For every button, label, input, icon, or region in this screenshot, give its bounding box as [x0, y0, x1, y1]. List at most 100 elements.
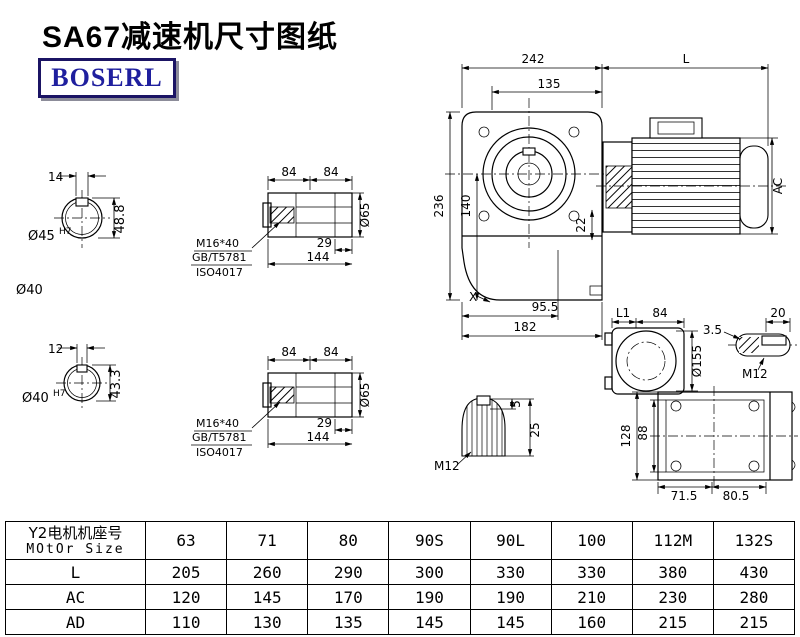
table-cell: 330 — [469, 559, 552, 585]
table-cell: 145 — [469, 609, 552, 635]
col-header: 90S — [388, 521, 471, 560]
dim-dia-155: Ø155 — [690, 345, 704, 377]
dim-84a: 84 — [281, 345, 296, 359]
boserl-logo: BOSERL — [38, 58, 176, 98]
motor-view: AC — [596, 117, 788, 235]
label-std-gb: GB/T5781 — [192, 251, 247, 264]
label-bolt: M16*40 — [196, 237, 239, 250]
dim-135: 135 — [538, 77, 561, 91]
dim-dia-65: Ø65 — [358, 203, 372, 228]
gearbox-front-view: X 242 L 135 236 140 22 95.5 182 — [432, 52, 769, 340]
dim-80-5: 80.5 — [723, 489, 750, 503]
dim-L1: L1 — [616, 306, 630, 320]
key-end-detail: 20 3.5 M12 — [703, 306, 798, 381]
row-label: L — [5, 559, 146, 585]
dim-140: 140 — [459, 195, 473, 218]
dim-71-5: 71.5 — [671, 489, 698, 503]
table-cell: 190 — [469, 584, 552, 610]
shaft-side-view-1: 84 84 29 144 Ø65 M16*40 GB/T5781 ISO4017 — [191, 165, 372, 279]
table-cell: 110 — [144, 609, 228, 635]
table-cell: 300 — [388, 559, 471, 585]
label-dia-40: Ø40 — [16, 283, 43, 298]
row-label: AD — [5, 609, 146, 635]
table-row-AD: AD 110 130 135 145 145 160 215 215 — [5, 609, 796, 635]
dim-48-8: 48.8 — [113, 205, 128, 234]
table-cell: 330 — [550, 559, 633, 585]
shaft-end-view-2: 12 43.3 Ø40 H7 — [22, 342, 124, 409]
table-cell: 145 — [226, 584, 309, 610]
dim-242: 242 — [522, 52, 545, 66]
label-m12: M12 — [434, 459, 460, 473]
table-cell: 430 — [712, 559, 796, 585]
dim-128: 128 — [619, 425, 633, 448]
mark-x: X — [469, 290, 477, 304]
label-std-iso: ISO4017 — [196, 446, 243, 459]
dim-22: 22 — [574, 217, 588, 232]
key-section-detail: 5 25 M12 — [434, 395, 542, 473]
col-header: 112M — [631, 521, 714, 560]
table-cell: 135 — [307, 609, 390, 635]
label-bore-40-tol: H7 — [53, 389, 66, 399]
table-cell: 380 — [631, 559, 714, 585]
label-bore-40: Ø40 — [22, 391, 49, 406]
technical-drawing: 14 48.8 Ø45 H7 Ø40 12 43.3 Ø40 H7 — [16, 52, 798, 503]
table-header-motor-size: Y2电机机座号 MOtOr Size — [5, 521, 146, 560]
dim-95-5: 95.5 — [532, 300, 559, 314]
label-bolt: M16*40 — [196, 417, 239, 430]
dim-AC: AC — [771, 178, 785, 194]
table-cell: 190 — [388, 584, 471, 610]
dim-L: L — [683, 52, 690, 66]
dim-144: 144 — [307, 430, 330, 444]
table-cell: 290 — [307, 559, 390, 585]
dim-20: 20 — [770, 306, 785, 320]
table-cell: 280 — [712, 584, 796, 610]
output-side-view: L1 84 Ø155 — [604, 306, 704, 395]
dim-43-3: 43.3 — [109, 370, 124, 399]
col-header: 90L — [469, 521, 552, 560]
table-cell: 205 — [144, 559, 228, 585]
table-cell: 210 — [550, 584, 633, 610]
dim-84: 84 — [652, 306, 667, 320]
table-cell: 215 — [631, 609, 714, 635]
table-cell: 120 — [144, 584, 228, 610]
dim-29: 29 — [317, 236, 332, 250]
dim-84b: 84 — [323, 165, 338, 179]
table-row-L: L 205 260 290 300 330 330 380 430 — [5, 559, 796, 585]
row-label: AC — [5, 584, 146, 610]
header-en: MOtOr Size — [26, 542, 125, 557]
dim-25: 25 — [528, 422, 542, 437]
label-std-gb: GB/T5781 — [192, 431, 247, 444]
housing-top-view: 128 88 71.5 80.5 — [619, 386, 798, 503]
col-header: 132S — [712, 521, 796, 560]
dim-5: 5 — [509, 400, 523, 408]
shaft-end-view-1: 14 48.8 Ø45 H7 Ø40 — [16, 170, 128, 298]
page-title: SA67减速机尺寸图纸 — [42, 21, 339, 54]
dim-236: 236 — [432, 195, 446, 218]
header-cn: Y2电机机座号 — [28, 524, 123, 542]
dim-keyway-12: 12 — [48, 342, 63, 356]
table-row-AC: AC 120 145 170 190 190 210 230 280 — [5, 584, 796, 610]
table-cell: 160 — [550, 609, 633, 635]
table-cell: 145 — [388, 609, 471, 635]
table-cell: 230 — [631, 584, 714, 610]
dim-29: 29 — [317, 416, 332, 430]
dim-dia-65: Ø65 — [358, 383, 372, 408]
table-cell: 170 — [307, 584, 390, 610]
dim-84b: 84 — [323, 345, 338, 359]
label-m12: M12 — [742, 367, 768, 381]
table-header-row: Y2电机机座号 MOtOr Size 63 71 80 90S 90L 100 … — [5, 521, 796, 560]
table-cell: 260 — [226, 559, 309, 585]
label-bore-45: Ø45 — [28, 229, 55, 244]
size-table: Y2电机机座号 MOtOr Size 63 71 80 90S 90L 100 … — [5, 521, 796, 635]
col-header: 63 — [144, 521, 228, 560]
shaft-side-view-2: 84 84 29 144 Ø65 M16*40 GB/T5781 ISO4017 — [191, 345, 372, 459]
col-header: 71 — [226, 521, 309, 560]
table-cell: 215 — [712, 609, 796, 635]
dim-182: 182 — [514, 320, 537, 334]
col-header: 80 — [307, 521, 390, 560]
label-bore-45-tol: H7 — [59, 227, 72, 237]
col-header: 100 — [550, 521, 633, 560]
dim-3-5: 3.5 — [703, 323, 722, 337]
table-cell: 130 — [226, 609, 309, 635]
dim-88: 88 — [636, 425, 650, 440]
